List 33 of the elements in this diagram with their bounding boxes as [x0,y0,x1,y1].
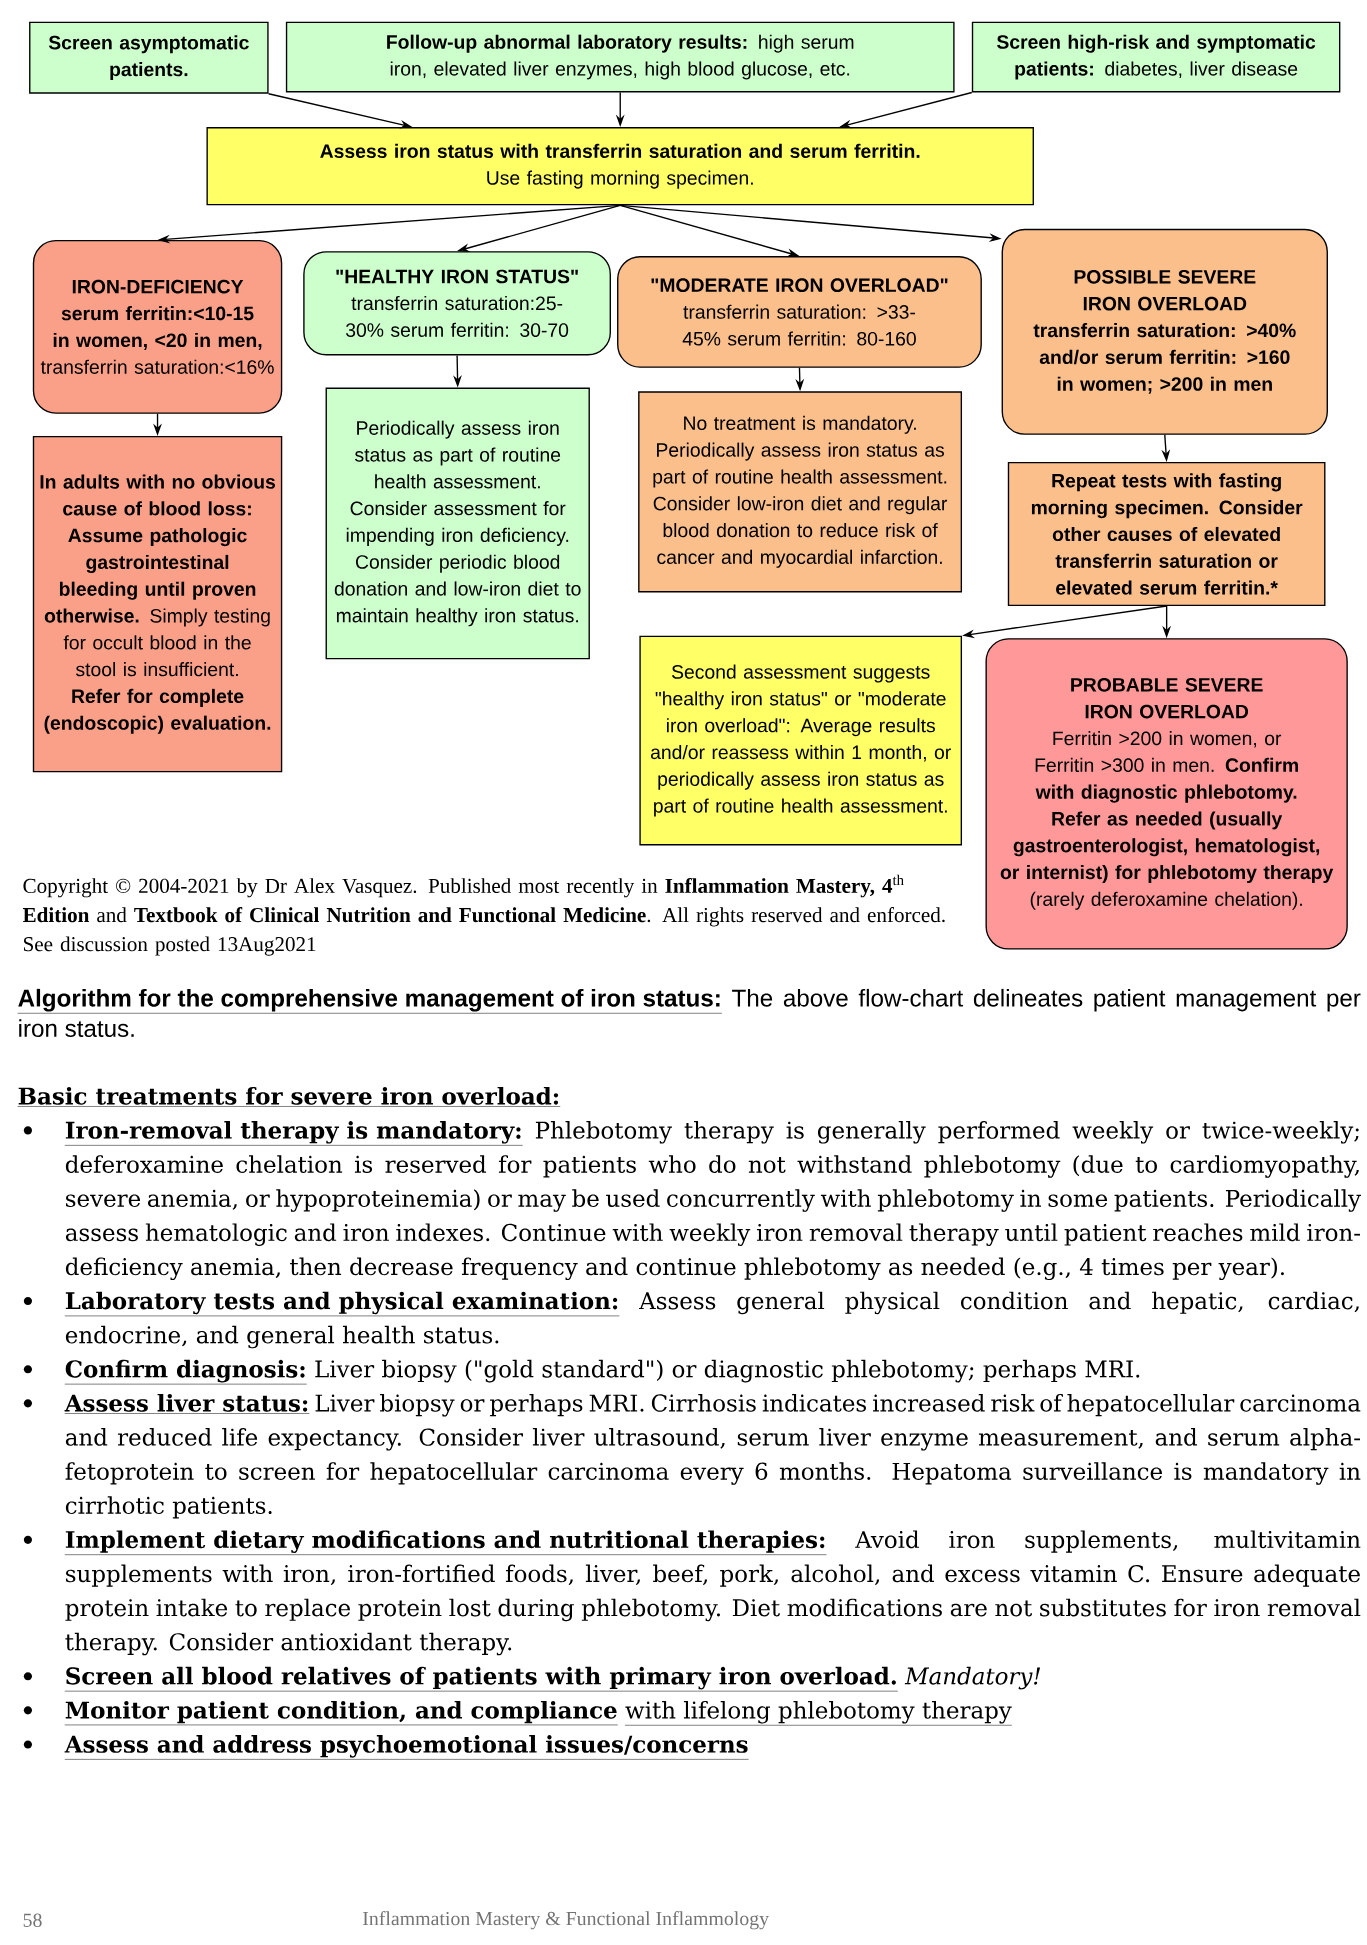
label: Laboratory tests and physical examination: [65,1291,618,1315]
list-item: Confirm diagnosis: Liver biopsy ("gold standard") or diagnostic phlebotomy; perhaps MRI. [64,1359,1140,1385]
label: endocrine, and general health status. [65,1325,499,1349]
list-item: Iron-removal therapy is mandatory: Phlebotomy therapy is generally performed weekly or twice-weekly; deferoxamine chelation is reserved for patients who do not withstand phlebotomy (due to cardiomyopathy, severe anemia, or hypoproteinemia) or may be used concurrently with phlebotomy in some patients. Periodically assess hematologic and iron indexes. Continue with weekly iron removal therapy until patient reaches mild iron-deficiency anemia, then decrease frequency and continue phlebotomy as needed (e.g., 4 times per year). [64,1121,1361,1281]
list-item: Assess and address psychoemotional issues/concerns [64,1735,749,1760]
process-box: Periodically assess iron status as part of routine health assessment. Consider assessment for impending iron deficiency. Consider periodic blood donation and low-iron diet to maintain healthy iron status. [325,387,590,660]
label: The above flow-chart delineates patient management per [732,988,1361,1012]
status-box: "MODERATE IRON OVERLOAD" transferrin saturation: >33-45% serum ferritin: 80-160 [617,256,982,368]
process-box: Screen asymptomatic patients. [29,21,269,94]
label: Algorithm for the comprehensive management of iron status: [18,988,720,1012]
section-heading: Basic treatments for severe iron overload: [17,1086,561,1107]
process-box: In adults with no obvious cause of blood loss: Assume pathologic gastrointestinal bleeding until proven otherwise. Simply testing for occult blood in the stool is insufficient. Refer for complete (endoscopic) evaluation. [32,435,283,773]
list-item: Implement dietary modifications and nutritional therapies: Avoid iron supplements, multivitamin supplements with iron, iron-fortified foods, liver, beef, pork, alcohol, and excess vitamin C. Ensure adequate protein intake to replace protein lost during phlebotomy. Diet modifications are not substitutes for iron removal therapy. Consider antioxidant therapy. [64,1530,1361,1656]
label: iron status. [19,1019,134,1038]
status-box: PROBABLE SEVERE IRON OVERLOAD Ferritin >200 in women, or Ferritin >300 in men. Confirm with diagnostic phlebotomy. Refer as needed (usually gastroenterologist, hematologist, or internist) for phlebotomy therapy (rarely deferoxamine chelation). [985,638,1348,950]
label: Assess general physical condition and hepatic, cardiac, [639,1291,1359,1315]
process-box: Screen high-risk and symptomatic patients: diabetes, liver disease [971,21,1341,93]
copyright-notice: Copyright © 2004-2021 by Dr Alex Vasquez. Published most recently in Inflammation Mastery, 4$^{th}$ Edition and Textbook of Clinical Nutrition and Functional Medicine. All rights reserved and enforced. See discussion posted 13Aug2021 [22,874,945,956]
status-box: "HEALTHY IRON STATUS" transferrin saturation:25-30% serum ferritin: 30-70 [303,251,611,356]
list-item: Laboratory tests and physical examination: Assess general physical condition and hepatic, cardiac, endocrine, and general health status. [64,1291,1359,1349]
process-box: Follow-up abnormal laboratory results: high serum iron, elevated liver enzymes, high blood glucose, etc. [285,21,955,93]
page-number: 58 [23,1913,42,1927]
list-item: Monitor patient condition, and compliance with lifelong phlebotomy therapy [64,1700,1013,1726]
status-box: IRON-DEFICIENCY serum ferritin:<10-15 in women, <20 in men, transferrin saturation:<16% [32,239,283,414]
process-box: Assess iron status with transferrin saturation and serum ferritin. Use fasting morning specimen. [206,127,1034,206]
process-box: Second assessment suggests "healthy iron status" or "moderate iron overload": Average results and/or reassess within 1 month, or periodically assess iron status as part of routine health assessment. [639,635,963,846]
running-footer: Inflammation Mastery & Functional Inflammology [363,1911,770,1930]
list-item: Assess liver status: Liver biopsy or perhaps MRI. Cirrhosis indicates increased risk of hepatocellular carcinoma and reduced life expectancy. Consider liver ultrasound, serum liver enzyme measurement, and serum alpha-fetoprotein to screen for hepatocellular carcinoma every 6 months. Hepatoma surveillance is mandatory in cirrhotic patients. [64,1393,1361,1519]
list-item: Screen all blood relatives of patients with primary iron overload. Mandatory! [64,1666,1041,1692]
process-box: No treatment is mandatory. Periodically assess iron status as part of routine health assessment. Consider low-iron diet and regular blood donation to reduce risk of cancer and myocardial infarction. [638,391,963,593]
caption-text: Algorithm for the comprehensive management of iron status: The above flow-chart delineates patient management per iron status. [17,988,1361,1038]
status-box: POSSIBLE SEVERE IRON OVERLOAD transferrin saturation: >40% and/or serum ferritin: >160 in women; >200 in men [1001,228,1328,435]
process-box: Repeat tests with fasting morning specimen. Consider other causes of elevated transferrin saturation or elevated serum ferritin.* [1007,462,1326,606]
